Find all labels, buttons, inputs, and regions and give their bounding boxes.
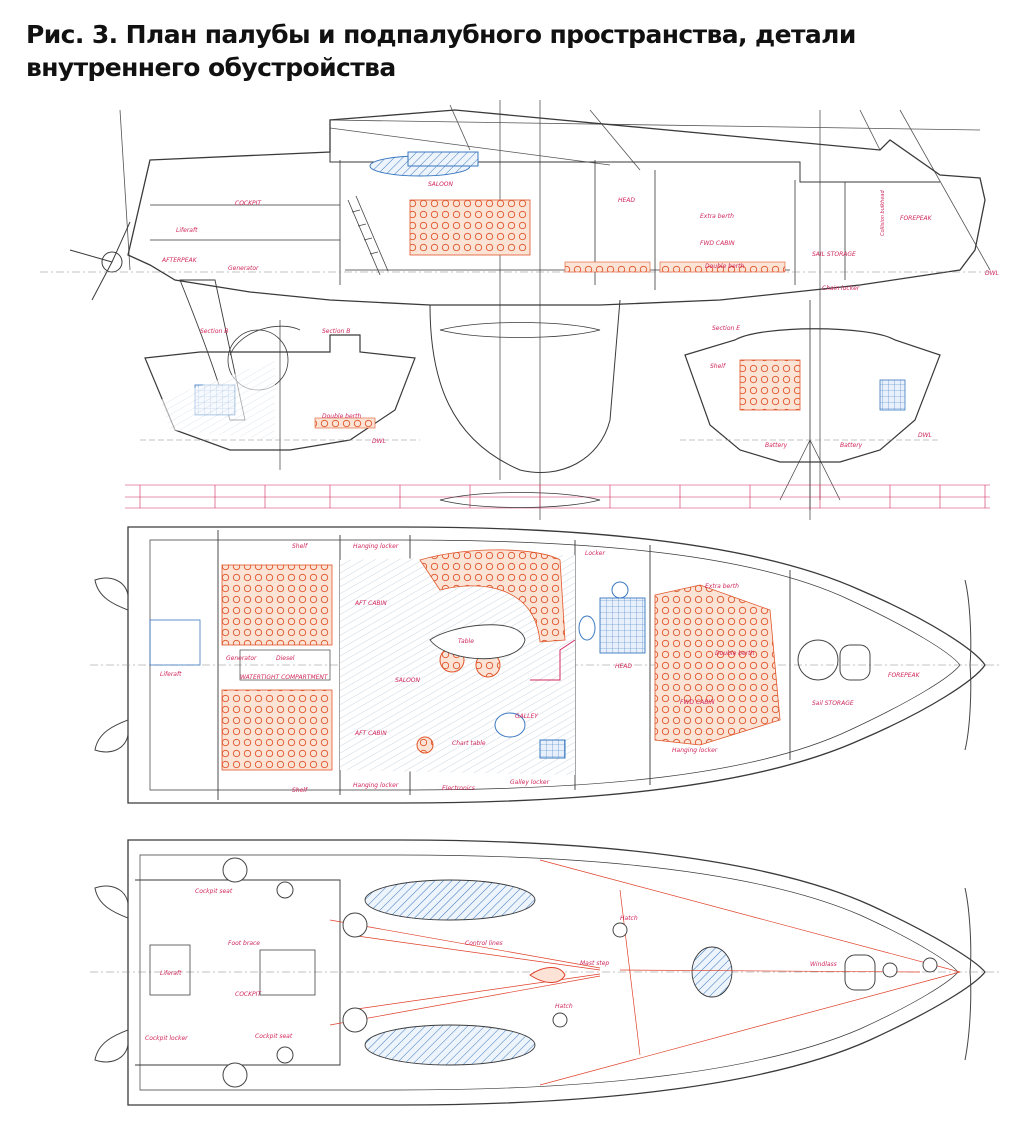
deck-labels: COCKPIT Cockpit seat Cockpit seat Cockpi… (145, 888, 837, 1042)
label-hanging-locker-top: Hanging locker (353, 543, 399, 550)
hull-profile (127, 109, 986, 306)
keel-fin (429, 299, 621, 474)
label-fwd-cabin: FWD CABIN (700, 240, 735, 247)
label-battery-2: Battery (840, 442, 863, 449)
label-battery: Battery (765, 442, 788, 449)
label-locker: Locker (585, 550, 605, 557)
label-foot-brace: Foot brace (228, 940, 260, 947)
deck-hull-outline (127, 839, 986, 1106)
label-liferaft-plan: Liferaft (160, 671, 182, 678)
accommodation-labels: SALOON GALLEY HEAD FWD CABIN AFT CABIN A… (160, 543, 921, 794)
label-cockpit-deck: COCKPIT (235, 991, 262, 998)
label-hatch-bottom: Hatch (555, 1003, 573, 1010)
label-control-lines: Control lines (465, 940, 503, 947)
label-table: Table (458, 638, 474, 645)
label-afterpeak: AFTERPEAK (161, 257, 198, 264)
section-e-labels: Section E Battery Battery Shelf DWL (710, 325, 932, 449)
label-diesel: Diesel (276, 655, 295, 662)
label-collision-bulkhead: Collision bulkhead (880, 190, 886, 236)
label-saloon-plan: SALOON (395, 677, 421, 684)
label-forepeak: FOREPEAK (900, 215, 933, 222)
figure-caption: Рис. 3. План палубы и подпалубного прост… (26, 20, 856, 82)
label-dwl-section: DWL (372, 438, 386, 445)
label-galley: GALLEY (515, 713, 539, 720)
rigging-lines (119, 100, 991, 520)
label-sail-storage: SAIL STORAGE (812, 251, 856, 258)
label-aft-cabin-bottom: AFT CABIN (354, 730, 387, 737)
control-lines (329, 859, 961, 1086)
label-extra-berth-plan: Extra berth (705, 583, 739, 590)
label-hatch-top: Hatch (620, 915, 638, 922)
section-e-view (680, 300, 941, 520)
label-double-berth-plan: Double berth (715, 650, 754, 657)
accommodation-hull-outline (127, 526, 986, 804)
label-cockpit-seat-top: Cockpit seat (195, 888, 233, 895)
station-ruler (125, 484, 990, 509)
label-extra-berth: Extra berth (700, 213, 734, 220)
label-shelf: Shelf (710, 363, 726, 370)
winch-icons (222, 857, 938, 1088)
label-electronics: Electronics (442, 785, 475, 792)
label-chain-locker: Chain locker (822, 285, 860, 292)
profile-labels: SALOON FWD CABIN Extra berth Double bert… (161, 181, 999, 292)
label-galley-locker: Galley locker (510, 779, 550, 786)
label-liferaft-deck: Liferaft (160, 970, 182, 977)
label-hanging-locker-fwd: Hanging locker (672, 747, 718, 754)
label-mast-step: Mast step (580, 960, 609, 967)
label-cockpit: COCKPIT (235, 200, 262, 207)
section-b-labels: Section B Section B Double berth DWL (200, 328, 386, 445)
label-section-e: Section E (712, 325, 740, 332)
profile-view (40, 100, 991, 520)
label-fwd-cabin-plan: FWD CABIN (680, 699, 715, 706)
label-hanging-locker-bottom: Hanging locker (353, 782, 399, 789)
label-aft-cabin-top: AFT CABIN (354, 600, 387, 607)
label-dwl: DWL (985, 270, 999, 277)
label-sail-storage-plan: Sail STORAGE (812, 700, 854, 707)
propeller-icon (69, 221, 131, 301)
label-head: HEAD (618, 197, 635, 204)
label-cockpit-locker: Cockpit locker (145, 1035, 188, 1042)
label-windlass: Windlass (810, 961, 837, 968)
label-liferaft: Liferaft (176, 227, 198, 234)
label-generator: Generator (228, 265, 259, 272)
label-generator-plan: Generator (226, 655, 257, 662)
label-section-b-2: Section B (322, 328, 350, 335)
label-section-b: Section B (200, 328, 228, 335)
label-watertight: WATERTIGHT COMPARTMENT (240, 674, 329, 681)
label-head-plan: HEAD (615, 663, 632, 670)
label-shelf-top: Shelf (292, 543, 308, 550)
label-double-berth-section: Double berth (322, 413, 361, 420)
label-shelf-bottom: Shelf (292, 787, 308, 794)
label-double-berth: Double berth (705, 263, 744, 270)
label-saloon: SALOON (428, 181, 454, 188)
label-dwl-e: DWL (918, 432, 932, 439)
label-chart-table: Chart table (452, 740, 486, 747)
label-cockpit-seat-bottom: Cockpit seat (255, 1033, 293, 1040)
label-forepeak-plan: FOREPEAK (888, 672, 921, 679)
